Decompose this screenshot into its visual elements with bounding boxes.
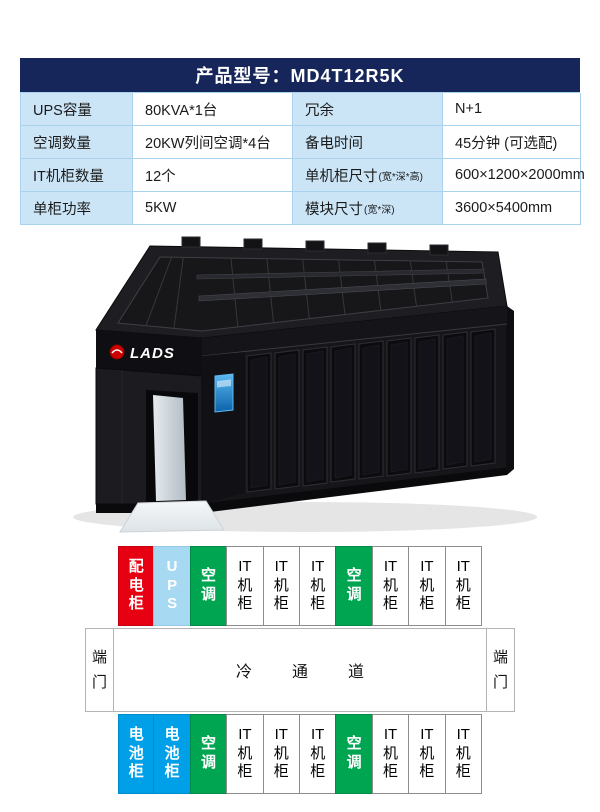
spec-label-text: 备电时间 [305,135,363,152]
layout-cell: 空 调 [335,546,373,626]
rack-door-vent [250,356,268,489]
end-face: LADS [95,330,203,505]
layout-cell: 电 池 柜 [153,714,191,794]
spec-value: 3600×5400mm [443,192,581,225]
spec-label-text: 模块尺寸 [305,201,363,218]
layout-cell: IT 机 柜 [226,546,264,626]
end-door-right-label: 端 门 [486,629,514,711]
spec-value: 20KW列间空调*4台 [133,126,293,159]
rack-row-side [201,306,508,505]
spec-value: 12个 [133,159,293,192]
layout-cell: IT 机 柜 [444,546,482,626]
end-door-left-label: 端 门 [86,629,114,711]
rack-door-vent [474,332,492,463]
product-photo: LADS [73,236,537,533]
roof-frame [181,236,201,248]
aisle-door-column [202,352,245,504]
roof-frame [243,238,263,250]
layout-cell: IT 机 柜 [371,714,410,794]
cold-aisle-band: 端 门 冷通道 端 门 [85,628,515,712]
layout-cell: U P S [153,546,191,626]
layout-cell: IT 机 柜 [408,714,446,794]
layout-cell: 空 调 [189,546,228,626]
spec-label: 单机柜尺寸(宽*深*高) [293,159,443,192]
spec-value: 600×1200×2000mm [443,159,585,192]
spec-value: 45分钟 (可选配) [443,126,581,159]
access-screen-glare [217,379,231,388]
brand-logo-dot [109,344,125,360]
layout-cell: 电 池 柜 [118,714,155,794]
layout-cell: 配 电 柜 [118,546,155,626]
far-end-face [507,306,514,475]
product-model-header: 产品型号：MD4T12R5K [20,58,580,92]
front-row: 配 电 柜 U P S 空 调 IT 机 柜 IT 机 柜 IT 机 柜 空 调… [118,546,482,626]
back-row: 电 池 柜 电 池 柜 空 调 IT 机 柜 IT 机 柜 IT 机 柜 空 调… [118,714,482,794]
rack-door-vent [306,350,324,483]
cold-aisle-label: 冷通道 [235,664,404,681]
roof-frame [305,240,325,252]
layout-cell: IT 机 柜 [371,546,410,626]
spec-label-subtext: (宽*深*高) [378,171,423,183]
spec-label-subtext: (宽*深) [364,204,395,216]
layout-cell: IT 机 柜 [226,714,264,794]
product-model-title: 产品型号：MD4T12R5K [195,66,405,86]
roof-frame [429,244,449,256]
roof-cable-tray [196,268,485,280]
rack-door-vent [278,353,296,486]
spec-value: 5KW [133,192,293,225]
layout-cell: 空 调 [189,714,228,794]
spec-label: 模块尺寸(宽*深) [293,192,443,225]
spec-label: 单柜功率 [21,192,133,225]
brand-logo: LADS [109,344,175,362]
spec-label-text: 冗余 [305,102,334,119]
spec-value: 80KVA*1台 [133,93,293,126]
module-layout-diagram: 配 电 柜 U P S 空 调 IT 机 柜 IT 机 柜 IT 机 柜 空 调… [85,546,515,794]
layout-cell: IT 机 柜 [299,714,337,794]
rack-door-vent [446,335,464,466]
layout-cell: IT 机 柜 [444,714,482,794]
layout-cell: IT 机 柜 [262,546,300,626]
spec-label: IT机柜数量 [21,159,133,192]
layout-cell: IT 机 柜 [299,546,337,626]
brand-logo-text: LADS [130,345,175,362]
rack-door-vent [334,347,352,479]
base-plinth [202,468,507,513]
rack-door-vent [390,341,408,473]
spec-label: 空调数量 [21,126,133,159]
layout-cell: IT 机 柜 [262,714,300,794]
rack-door-vent [362,344,380,476]
layout-cell: 空 调 [335,714,373,794]
spec-label: 冗余 [293,93,443,126]
roof-cable-tray [198,278,487,302]
rack-door-vent [418,338,436,470]
roof-frame [367,242,387,254]
spec-label: UPS容量 [21,93,133,126]
spec-table: UPS容量 80KVA*1台 冗余 N+1 空调数量 20KW列间空调*4台 备… [20,92,585,225]
layout-cell: IT 机 柜 [408,546,446,626]
entrance-door [153,395,186,501]
entrance-ramp [119,500,225,533]
roof [95,236,508,339]
spec-value: N+1 [443,93,581,126]
spec-label: 备电时间 [293,126,443,159]
spec-label-text: 单机柜尺寸 [305,168,378,185]
